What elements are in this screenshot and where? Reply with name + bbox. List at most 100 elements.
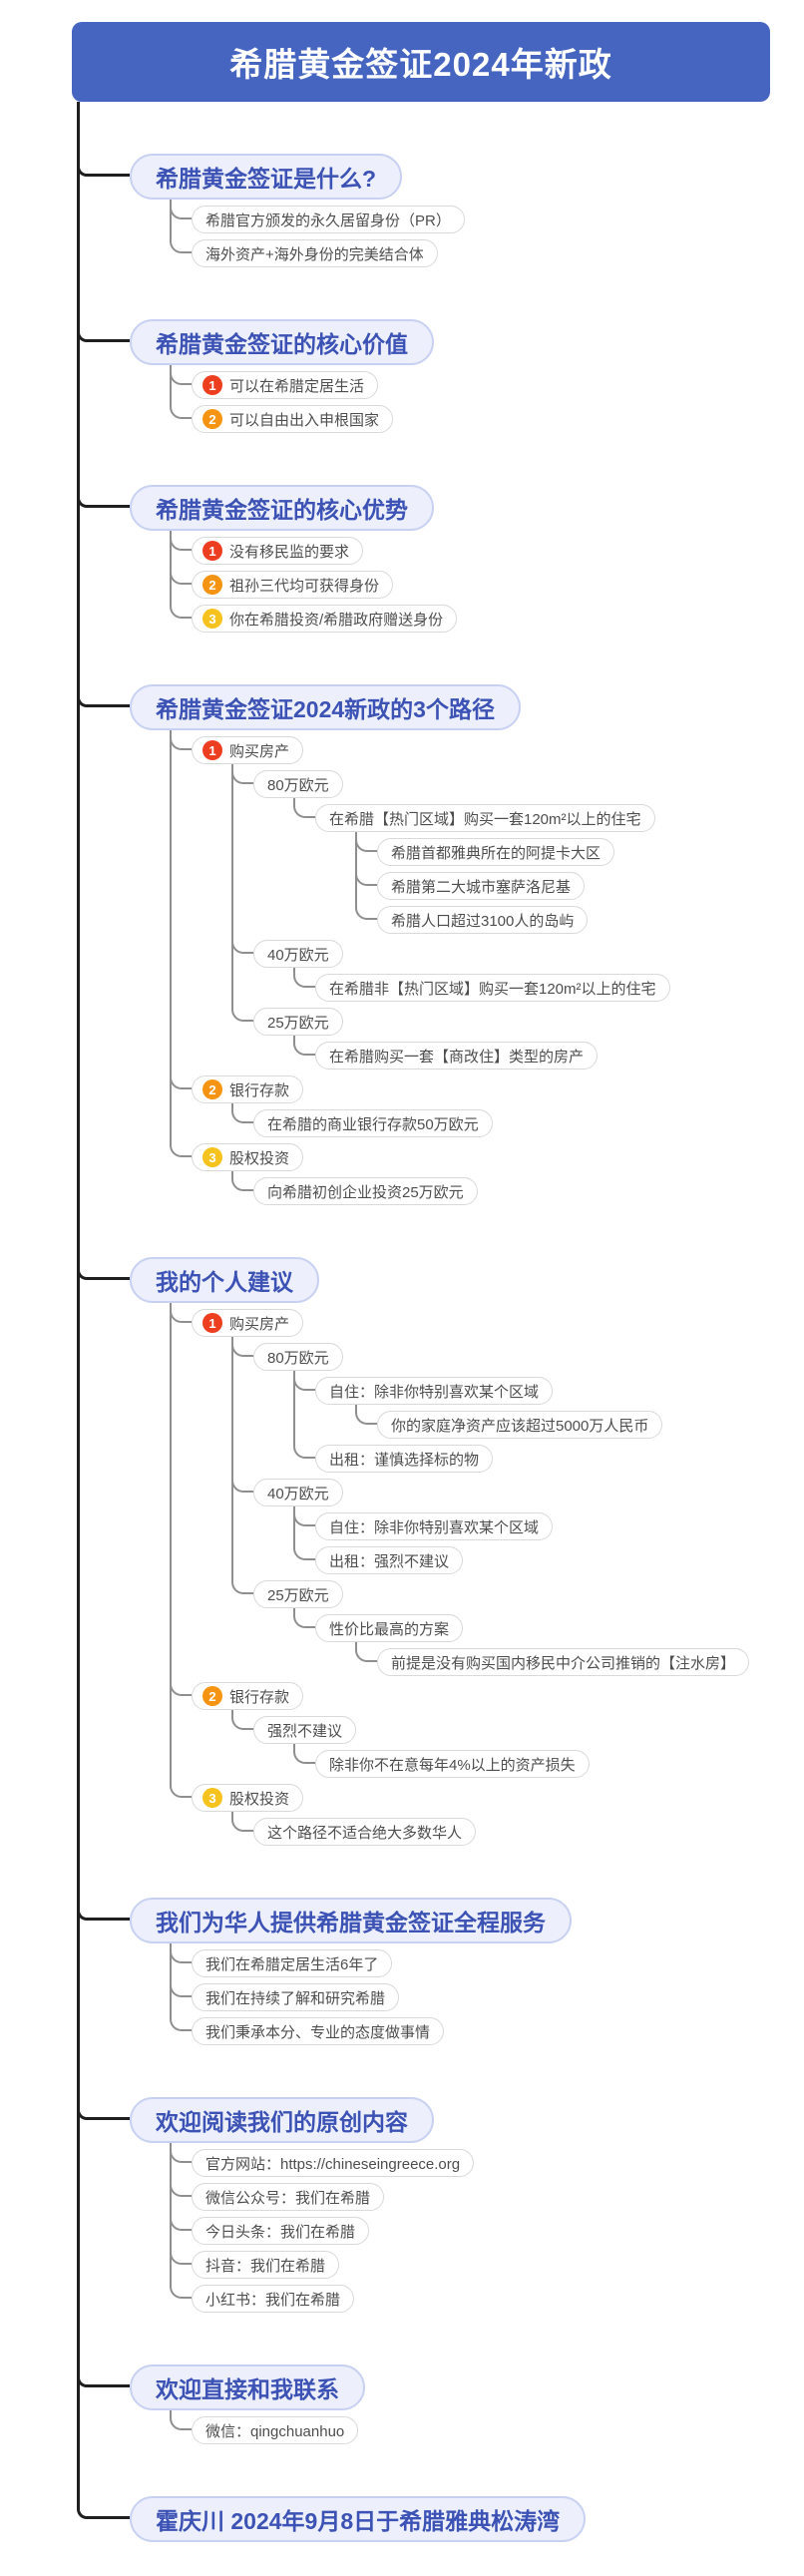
node-row: 今日头条：我们在希腊 [192, 2217, 804, 2245]
node-box[interactable]: 我们在持续了解和研究希腊 [192, 1983, 400, 2011]
node-label: 性价比最高的方案 [329, 1620, 450, 1638]
node-box[interactable]: 希腊官方颁发的永久居留身份（PR） [192, 206, 465, 233]
node-row: 希腊黄金签证的核心优势 [130, 485, 804, 531]
node-row: 25万欧元 [253, 1580, 804, 1608]
node-box[interactable]: 在希腊购买一套【商改住】类型的房产 [315, 1042, 599, 1070]
node-box[interactable]: 前提是没有购买国内移民中介公司推销的【注水房】 [377, 1648, 750, 1676]
sub-branch: 我们在持续了解和研究希腊 [170, 1977, 804, 2011]
node-box[interactable]: 微信：qingchuanhuo [192, 2416, 359, 2444]
node-box[interactable]: 官方网站：https://chineseingreece.org [192, 2149, 475, 2177]
node-box[interactable]: 我们在希腊定居生活6年了 [192, 1949, 393, 1977]
topic-box[interactable]: 霍庆川 2024年9月8日于希腊雅典松涛湾 [130, 2496, 587, 2542]
number-1-badge-icon: 1 [202, 375, 222, 395]
node-box[interactable]: 我们秉承本分、专业的态度做事情 [192, 2017, 445, 2045]
node-box[interactable]: 抖音：我们在希腊 [192, 2251, 340, 2279]
topic-box[interactable]: 欢迎直接和我联系 [130, 2364, 365, 2410]
node-box[interactable]: 在希腊非【热门区域】购买一套120m²以上的住宅 [315, 974, 670, 1002]
sub-branch: 向希腊初创企业投资25万欧元 [231, 1171, 804, 1205]
sub-branch: 25万欧元性价比最高的方案前提是没有购买国内移民中介公司推销的【注水房】 [231, 1574, 804, 1676]
node-box[interactable]: 除非你不在意每年4%以上的资产损失 [315, 1750, 590, 1778]
node-box[interactable]: 强烈不建议 [253, 1716, 357, 1744]
node-box[interactable]: 希腊人口超过3100人的岛屿 [377, 906, 589, 934]
node-row: 除非你不在意每年4%以上的资产损失 [315, 1750, 804, 1778]
node-box[interactable]: 出租：谨慎选择标的物 [315, 1445, 494, 1473]
children-group: 官方网站：https://chineseingreece.org 微信公众号：我们… [170, 2143, 804, 2313]
node-label: 希腊第二大城市塞萨洛尼基 [391, 878, 572, 896]
node-box[interactable]: 25万欧元 [253, 1580, 343, 1608]
node-label: 自住：除非你特别喜欢某个区域 [329, 1518, 540, 1536]
node-row: 我们秉承本分、专业的态度做事情 [192, 2017, 804, 2045]
root-topic[interactable]: 希腊黄金签证2024年新政 [72, 22, 770, 102]
node-box[interactable]: 小红书：我们在希腊 [192, 2285, 355, 2313]
node-row: 希腊官方颁发的永久居留身份（PR） [192, 206, 804, 233]
node-box[interactable]: 希腊第二大城市塞萨洛尼基 [377, 872, 586, 900]
sub-branch: 除非你不在意每年4%以上的资产损失 [293, 1744, 804, 1778]
topic-box[interactable]: 希腊黄金签证的核心价值 [130, 319, 434, 365]
topic-box[interactable]: 希腊黄金签证是什么? [130, 154, 403, 200]
node-box[interactable]: 今日头条：我们在希腊 [192, 2217, 370, 2245]
node-box[interactable]: 向希腊初创企业投资25万欧元 [253, 1177, 478, 1205]
topic-box[interactable]: 希腊黄金签证的核心优势 [130, 485, 434, 531]
sub-branch: 希腊官方颁发的永久居留身份（PR） [170, 200, 804, 233]
node-box[interactable]: 出租：强烈不建议 [315, 1546, 464, 1574]
node-box[interactable]: 1 购买房产 [192, 1309, 304, 1337]
number-2-badge-icon: 2 [202, 1686, 222, 1706]
node-row: 40万欧元 [253, 940, 804, 968]
node-label: 购买房产 [229, 1315, 290, 1333]
node-box[interactable]: 80万欧元 [253, 1343, 343, 1371]
sub-branch: 前提是没有购买国内移民中介公司推销的【注水房】 [355, 1642, 804, 1676]
node-box[interactable]: 性价比最高的方案 [315, 1614, 464, 1642]
node-label: 欢迎直接和我联系 [156, 2376, 339, 2402]
node-box[interactable]: 微信公众号：我们在希腊 [192, 2183, 385, 2211]
node-box[interactable]: 你的家庭净资产应该超过5000万人民币 [377, 1411, 663, 1439]
node-box[interactable]: 希腊首都雅典所在的阿提卡大区 [377, 838, 615, 866]
topic-box[interactable]: 希腊黄金签证2024新政的3个路径 [130, 684, 521, 730]
node-row: 出租：强烈不建议 [315, 1546, 804, 1574]
node-box[interactable]: 40万欧元 [253, 940, 343, 968]
number-1-badge-icon: 1 [202, 1313, 222, 1333]
node-label: 这个路径不适合绝大多数华人 [267, 1824, 463, 1842]
node-row: 希腊黄金签证是什么? [130, 154, 804, 200]
branch: 我们为华人提供希腊黄金签证全程服务我们在希腊定居生活6年了我们在持续了解和研究希… [77, 1846, 804, 2045]
node-box[interactable]: 在希腊的商业银行存款50万欧元 [253, 1109, 493, 1137]
children-group: 微信：qingchuanhuo [170, 2410, 804, 2444]
sub-branch: 希腊人口超过3100人的岛屿 [355, 900, 804, 934]
node-row: 微信公众号：我们在希腊 [192, 2183, 804, 2211]
topic-box[interactable]: 欢迎阅读我们的原创内容 [130, 2097, 434, 2143]
node-box[interactable]: 海外资产+海外身份的完美结合体 [192, 239, 438, 267]
number-2-badge-icon: 2 [202, 409, 222, 429]
node-box[interactable]: 40万欧元 [253, 1479, 343, 1506]
node-box[interactable]: 自住：除非你特别喜欢某个区域 [315, 1512, 554, 1540]
node-box[interactable]: 80万欧元 [253, 770, 343, 798]
node-box[interactable]: 这个路径不适合绝大多数华人 [253, 1818, 477, 1846]
node-label: 希腊黄金签证是什么? [156, 166, 377, 192]
node-row: 强烈不建议 [253, 1716, 804, 1744]
node-label: 前提是没有购买国内移民中介公司推销的【注水房】 [391, 1654, 736, 1672]
node-label: 向希腊初创企业投资25万欧元 [267, 1183, 464, 1201]
node-box[interactable]: 25万欧元 [253, 1008, 343, 1036]
sub-branch: 在希腊购买一套【商改住】类型的房产 [293, 1036, 804, 1070]
number-3-badge-icon: 3 [202, 1147, 222, 1167]
topic-box[interactable]: 我们为华人提供希腊黄金签证全程服务 [130, 1898, 572, 1943]
node-row: 出租：谨慎选择标的物 [315, 1445, 804, 1473]
node-box[interactable]: 自住：除非你特别喜欢某个区域 [315, 1377, 554, 1405]
node-box[interactable]: 在希腊【热门区域】购买一套120m²以上的住宅 [315, 804, 655, 832]
node-label: 微信公众号：我们在希腊 [205, 2189, 371, 2207]
node-row: 微信：qingchuanhuo [192, 2416, 804, 2444]
topic-box[interactable]: 我的个人建议 [130, 1257, 319, 1303]
